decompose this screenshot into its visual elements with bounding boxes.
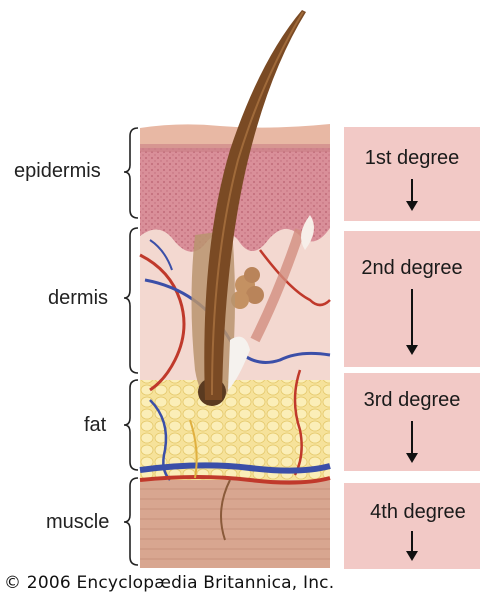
arrow-head-1st: [406, 201, 418, 211]
arrow-2nd: [411, 289, 413, 347]
burn-panel-4th: 4th degree: [344, 480, 480, 569]
arrow-head-4th: [406, 551, 418, 561]
arrow-head-3rd: [406, 453, 418, 463]
muscle-layer: [140, 478, 330, 568]
burn-panel-1st: 1st degree: [344, 124, 480, 221]
burn-label-3rd: 3rd degree: [344, 389, 480, 412]
arrow-4th: [411, 531, 413, 553]
label-dermis: dermis: [48, 287, 108, 310]
label-fat: fat: [84, 414, 106, 437]
burn-panel-3rd: 3rd degree: [344, 370, 480, 471]
label-epidermis: epidermis: [14, 160, 101, 183]
copyright-notice: © 2006 Encyclopædia Britannica, Inc.: [4, 573, 334, 593]
burn-label-1st: 1st degree: [344, 147, 480, 170]
label-muscle: muscle: [46, 511, 109, 534]
burn-label-2nd: 2nd degree: [344, 257, 480, 280]
arrow-head-2nd: [406, 345, 418, 355]
arrow-1st: [411, 179, 413, 203]
burn-panel-2nd: 2nd degree: [344, 228, 480, 367]
burn-label-4th: 4th degree: [350, 501, 480, 524]
arrow-3rd: [411, 421, 413, 455]
